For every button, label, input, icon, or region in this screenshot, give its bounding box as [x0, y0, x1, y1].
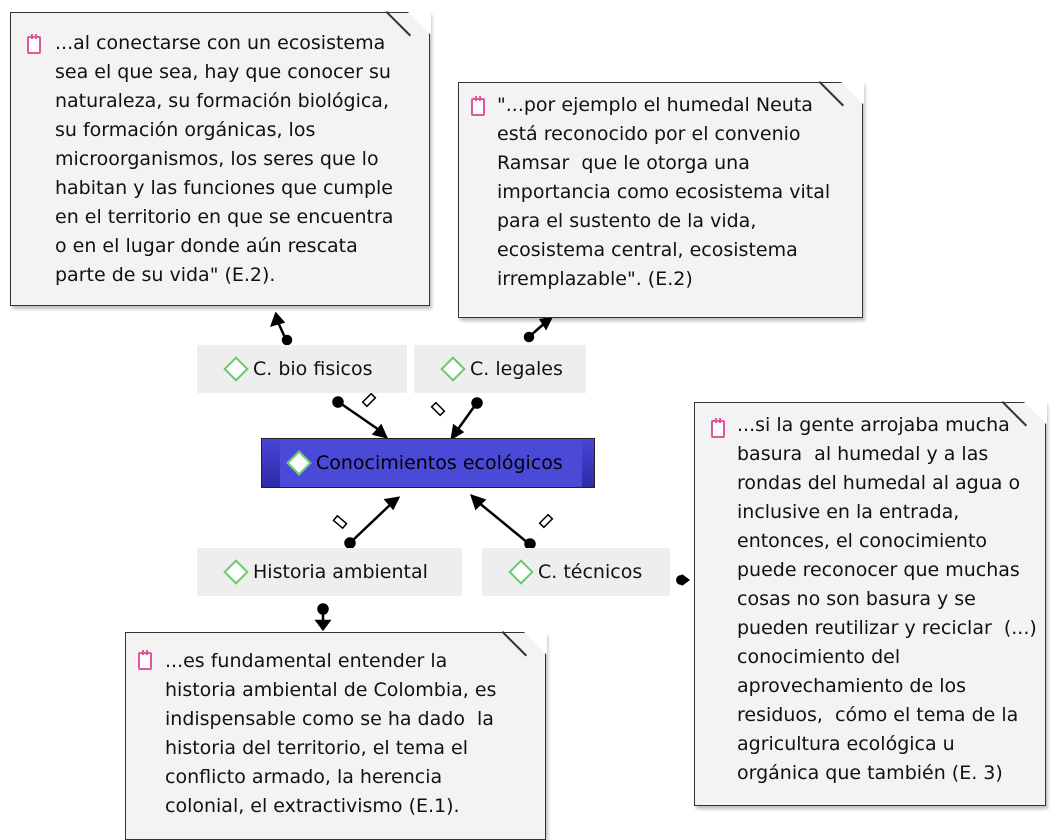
code-tecnicos[interactable]: C. técnicos	[482, 548, 670, 596]
code-historia-ambiental[interactable]: Historia ambiental	[197, 548, 462, 596]
link-biofisicos-central	[332, 396, 389, 439]
code-label: C. técnicos	[538, 561, 643, 583]
code-diamond-icon	[286, 450, 312, 476]
link-legales-memo	[523, 316, 554, 343]
memo-text: ...si la gente arrojaba mucha basura al …	[737, 414, 1037, 784]
memo-icon	[138, 650, 152, 670]
link-biofisicos-memo	[270, 311, 293, 346]
central-code-label: Conocimientos ecológicos	[316, 452, 563, 474]
code-label: Historia ambiental	[253, 561, 428, 583]
memo-icon	[471, 96, 485, 116]
link-tecnicos-memo	[676, 574, 690, 586]
link-historia-memo	[314, 603, 332, 632]
central-code[interactable]: Conocimientos ecológicos	[261, 438, 595, 488]
link-tecnicos-central	[470, 494, 536, 550]
code-bio-fisicos[interactable]: C. bio fisicos	[197, 345, 407, 393]
link-legales-central	[450, 397, 483, 441]
memo-bio-fisicos[interactable]: ...al conectarse con un ecosistema sea e…	[10, 11, 431, 306]
code-diamond-icon	[508, 559, 534, 585]
code-legales[interactable]: C. legales	[414, 345, 586, 393]
memo-legales[interactable]: "...por ejemplo el humedal Neuta está re…	[458, 81, 864, 318]
central-code-inner: Conocimientos ecológicos	[280, 439, 582, 487]
code-diamond-icon	[223, 559, 249, 585]
link-historia-central	[344, 496, 401, 549]
memo-text: ...al conectarse con un ecosistema sea e…	[55, 32, 394, 286]
memo-text: "...por ejemplo el humedal Neuta está re…	[497, 94, 831, 290]
code-label: C. legales	[470, 358, 563, 380]
memo-icon	[711, 418, 725, 438]
memo-icon	[27, 34, 41, 54]
memo-historia-ambiental[interactable]: ...es fundamental entender la historia a…	[125, 631, 547, 840]
code-label: C. bio fisicos	[253, 358, 373, 380]
code-diamond-icon	[440, 356, 466, 382]
code-diamond-icon	[223, 356, 249, 382]
memo-text: ...es fundamental entender la historia a…	[165, 650, 497, 817]
relation-type-glyphs	[332, 392, 554, 530]
memo-tecnicos[interactable]: ...si la gente arrojaba mucha basura al …	[694, 401, 1047, 806]
